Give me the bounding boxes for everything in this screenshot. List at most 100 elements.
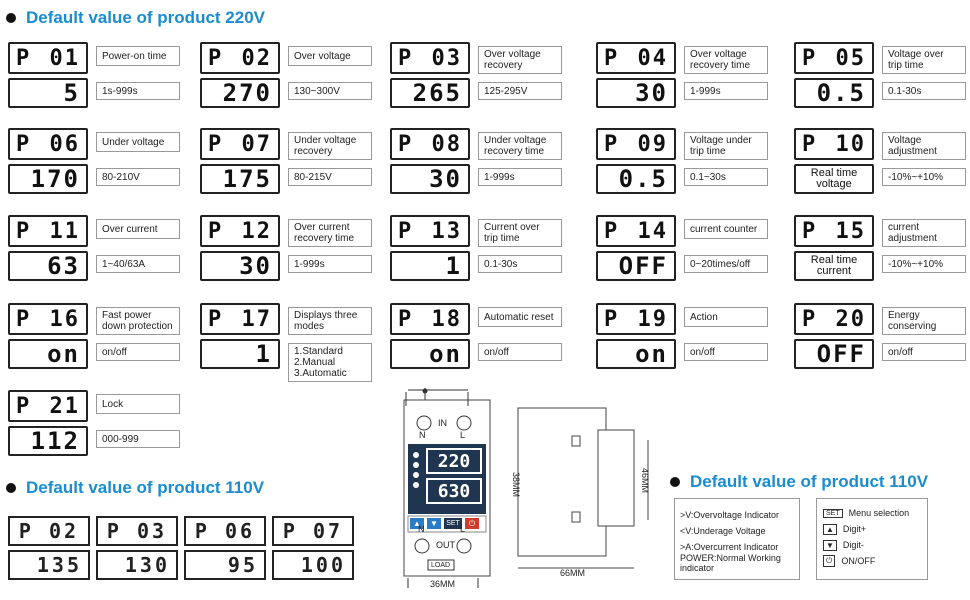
parameter-code-display: P 15 [794, 215, 874, 247]
parameter-code-number: 15 [835, 218, 866, 244]
parameter-range: 80-215V [288, 168, 372, 186]
parameter-code-letter: P [802, 45, 818, 71]
parameter-range: 1s-999s [96, 82, 180, 100]
parameter-code-number: 02 [241, 45, 272, 71]
parameter-value-display: 175 [200, 164, 280, 194]
parameter-code-letter: P [398, 306, 414, 332]
p110-value-display: 100 [272, 550, 354, 580]
parameter-value-display: OFF [596, 251, 676, 281]
parameter-code-letter: P [802, 131, 818, 157]
parameter-name: Power-on time [96, 46, 180, 66]
parameter-value-display: 1 [200, 339, 280, 369]
width-dimension: 36MM [430, 579, 456, 589]
parameter-name: Over voltage recovery [478, 46, 562, 74]
parameter-code-letter: P [16, 306, 32, 332]
parameter-code-display: P 07 [200, 128, 280, 160]
parameter-code-letter: P [208, 306, 224, 332]
set-button[interactable]: SET [444, 518, 462, 529]
parameter-range: 1.Standard 2.Manual 3.Automatic [288, 343, 372, 382]
parameter-code-number: 16 [49, 306, 80, 332]
button-legend: SET Menu selection ▲ Digit+ ▼ Digit- ⏻ O… [816, 498, 928, 580]
button-legend-row: SET Menu selection [823, 505, 921, 521]
parameter-range: 80-210V [96, 168, 180, 186]
down-button[interactable]: ▼ [427, 518, 441, 529]
parameter-name: current counter [684, 219, 768, 239]
parameter-range: 000-999 [96, 430, 180, 448]
parameter-range: -10%~+10% [882, 168, 966, 186]
parameter-value-display: 30 [390, 164, 470, 194]
indicator-legend-row: >V:Overvoltage Indicator [680, 510, 779, 520]
parameter-name: Over current recovery time [288, 219, 372, 247]
parameter-range: 125-295V [478, 82, 562, 100]
p110-code-display: P 02 [8, 516, 90, 546]
button-legend-row: ▲ Digit+ [823, 521, 921, 537]
button-legend-label: ON/OFF [841, 556, 876, 566]
parameter-code-number: 12 [241, 218, 272, 244]
parameter-code-letter: P [208, 45, 224, 71]
bullet-icon [670, 477, 680, 487]
indicator-legend-row: POWER:Normal Working indicator [680, 553, 781, 573]
parameter-code-number: 21 [49, 393, 80, 419]
parameter-name: Voltage adjustment [882, 132, 966, 160]
parameter-name: Over voltage [288, 46, 372, 66]
parameter-value-display: 0.5 [794, 78, 874, 108]
led-icon [413, 472, 419, 478]
p110-code-display: P 03 [96, 516, 178, 546]
parameter-code-number: 01 [49, 45, 80, 71]
parameter-code-number: 17 [241, 306, 272, 332]
parameter-code-number: 09 [637, 131, 668, 157]
parameter-code-number: 04 [637, 45, 668, 71]
p110-code-display: P 07 [272, 516, 354, 546]
parameter-range: 1-999s [478, 168, 562, 186]
parameter-code-display: P 20 [794, 303, 874, 335]
parameter-code-number: 08 [431, 131, 462, 157]
parameter-range: 1~40/63A [96, 255, 180, 273]
parameter-name: Displays three modes [288, 307, 372, 335]
power-button[interactable]: ⏻ [465, 518, 479, 529]
device-display-bottom: 630 [426, 478, 482, 504]
parameter-code-display: P 04 [596, 42, 676, 74]
power-icon: ⏻ [823, 555, 836, 567]
indicator-legend: >V:Overvoltage Indicator <V:Underage Vol… [674, 498, 800, 580]
parameter-code-display: P 06 [8, 128, 88, 160]
parameter-value-display: on [390, 339, 470, 369]
parameter-value-display: 270 [200, 78, 280, 108]
parameter-code-display: P 21 [8, 390, 88, 422]
button-legend-label: Digit+ [842, 524, 867, 534]
parameter-range: on/off [684, 343, 768, 361]
parameter-code-display: P 17 [200, 303, 280, 335]
parameter-code-letter: P [398, 131, 414, 157]
parameter-value-display: 5 [8, 78, 88, 108]
parameter-name: current adjustment [882, 219, 966, 247]
device-buttons: ▲ ▼ SET ⏻ [410, 518, 479, 529]
indicator-legend-row: <V:Underage Voltage [680, 526, 766, 536]
parameter-code-letter: P [16, 45, 32, 71]
parameter-code-display: P 11 [8, 215, 88, 247]
parameter-range: 1-999s [684, 82, 768, 100]
parameter-code-display: P 09 [596, 128, 676, 160]
parameter-code-display: P 12 [200, 215, 280, 247]
button-legend-label: Digit- [842, 540, 864, 550]
parameter-code-number: 07 [241, 131, 272, 157]
parameter-code-letter: P [604, 45, 620, 71]
parameter-name: Energy conserving [882, 307, 966, 335]
parameter-name: Over voltage recovery time [684, 46, 768, 74]
parameter-code-number: 03 [431, 45, 462, 71]
parameter-code-display: P 18 [390, 303, 470, 335]
parameter-code-letter: P [604, 218, 620, 244]
parameter-name: Current over trip time [478, 219, 562, 247]
p110-value-display: 95 [184, 550, 266, 580]
parameter-code-display: P 14 [596, 215, 676, 247]
device-display-top: 220 [426, 448, 482, 474]
parameter-code-display: P 05 [794, 42, 874, 74]
heading-220v: Default value of product 220V [6, 8, 265, 28]
parameter-value-display: Real time current [794, 251, 874, 281]
up-button[interactable]: ▲ [410, 518, 424, 529]
parameter-code-letter: P [16, 131, 32, 157]
parameter-code-number: 05 [835, 45, 866, 71]
button-legend-row: ▼ Digit- [823, 537, 921, 553]
indicator-leds [410, 448, 424, 508]
side-width-dimension: 66MM [560, 568, 586, 578]
parameter-name: Under voltage [96, 132, 180, 152]
parameter-value-display: 63 [8, 251, 88, 281]
